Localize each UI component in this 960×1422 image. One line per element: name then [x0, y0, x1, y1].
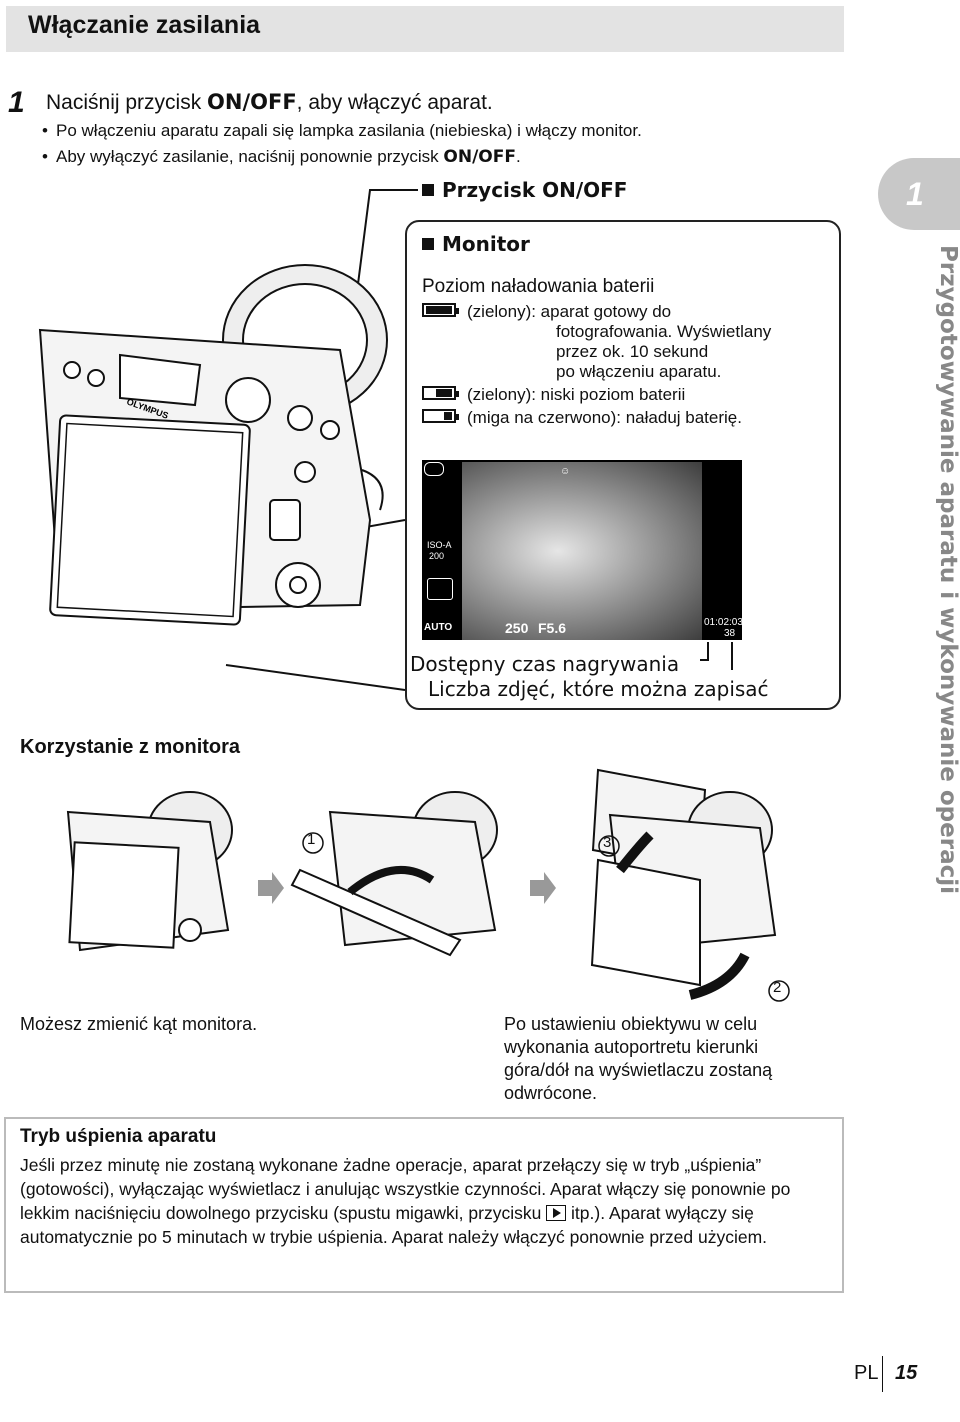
- onoff-button-name: ON/OFF: [207, 90, 297, 114]
- using-monitor-heading: Korzystanie z monitora: [20, 736, 241, 758]
- lcd-photo: [462, 462, 702, 640]
- sleep-note-box: [4, 1117, 844, 1293]
- chapter-number: 1: [906, 176, 924, 212]
- lcd-battery-icon: [424, 462, 444, 476]
- battery-line-6: (miga na czerwono): naładuj baterię.: [467, 408, 742, 427]
- title-bar: [6, 6, 844, 52]
- caption-rec-time: Dostępny czas nagrywania: [410, 652, 680, 676]
- sleep-body-before: Jeśli przez minutę nie zostaną wykonane …: [20, 1155, 791, 1223]
- page-number: 15: [895, 1362, 918, 1384]
- sleep-heading: Tryb uśpienia aparatu: [20, 1126, 217, 1147]
- marker-3: 3: [603, 834, 612, 851]
- arrow-right-1: [258, 872, 284, 904]
- main-camera: [38, 264, 388, 626]
- marker-3-circle: [598, 835, 620, 857]
- footer-language: PL: [854, 1362, 879, 1384]
- footer-divider: [882, 1356, 883, 1392]
- battery-line-5: (zielony): niski poziom baterii: [467, 385, 686, 404]
- arrow-right-2: [530, 872, 556, 904]
- rec-time: 01:02:03: [704, 617, 743, 628]
- square-bullet-icon: [422, 184, 434, 196]
- battery-heading: Poziom naładowania baterii: [422, 276, 655, 297]
- step-text-before: Naciśnij przycisk: [46, 91, 208, 114]
- onoff-label-text: Przycisk ON/OFF: [442, 178, 628, 202]
- monitor-leader-line-2: [225, 664, 406, 691]
- drive-mode-icon: [427, 578, 453, 600]
- page-title: Włączanie zasilania: [28, 11, 261, 39]
- battery-line-4: po włączeniu aparatu.: [556, 362, 722, 381]
- iso-value: 200: [429, 551, 445, 561]
- step-number: 1: [8, 86, 25, 119]
- battery-full-icon: [422, 303, 459, 317]
- sleep-body: Jeśli przez minutę nie zostaną wykonane …: [20, 1153, 820, 1249]
- bullet-power-lamp: Po włączeniu aparatu zapali się lampka z…: [42, 121, 642, 141]
- step-text-after: , aby włączyć aparat.: [296, 91, 493, 114]
- marker-1: 1: [307, 831, 316, 848]
- chapter-tab: [878, 158, 960, 230]
- battery-line-2: fotografowania. Wyświetlany: [556, 322, 772, 341]
- playback-button-icon: [546, 1205, 567, 1221]
- square-bullet-icon-2: [422, 238, 434, 250]
- caption-shots: Liczba zdjęć, które można zapisać: [428, 677, 769, 701]
- aperture-value: F5.6: [538, 620, 567, 636]
- shots-remaining: 38: [724, 628, 736, 639]
- camera-small-3: [590, 768, 777, 1000]
- face-detect-icon: ☺: [560, 466, 571, 477]
- chapter-title: Przygotowywanie aparatu i wykonywanie op…: [935, 245, 960, 894]
- caption-change-angle: Możesz zmienić kąt monitora.: [20, 1014, 258, 1034]
- battery-low-icon: [422, 386, 459, 400]
- camera-small-2: [290, 791, 498, 957]
- shutter-speed: 250: [505, 620, 529, 636]
- battery-empty-icon: [422, 409, 459, 423]
- onoff-button-name-2: ON/OFF: [443, 147, 516, 167]
- marker-1-circle: [302, 832, 324, 854]
- bullet-power-off: Aby wyłączyć zasilanie, naciśnij ponowni…: [42, 147, 521, 167]
- monitor-heading: Monitor: [422, 232, 530, 256]
- step-text: Naciśnij przycisk ON/OFF, aby włączyć ap…: [46, 90, 493, 115]
- bullet-text-before: Aby wyłączyć zasilanie, naciśnij ponowni…: [56, 147, 444, 166]
- iso-label: ISO-A: [427, 540, 452, 550]
- battery-line-1: (zielony): aparat gotowy do: [467, 302, 672, 321]
- caption-pointer-lines: [700, 642, 733, 670]
- onoff-label: Przycisk ON/OFF: [422, 178, 627, 202]
- wb-indicator: AUTO: [424, 622, 453, 633]
- marker-2-circle: [768, 980, 790, 1002]
- monitor-heading-text: Monitor: [442, 232, 530, 256]
- marker-2: 2: [773, 979, 782, 996]
- sleep-body-after: itp.). Aparat wyłączy się automatycznie …: [20, 1203, 768, 1247]
- camera-small-1: [66, 791, 233, 952]
- bullet-text-after: .: [515, 147, 521, 166]
- battery-line-3: przez ok. 10 sekund: [556, 342, 709, 361]
- caption-selfie: Po ustawieniu obiektywu w celu wykonania…: [504, 1014, 773, 1103]
